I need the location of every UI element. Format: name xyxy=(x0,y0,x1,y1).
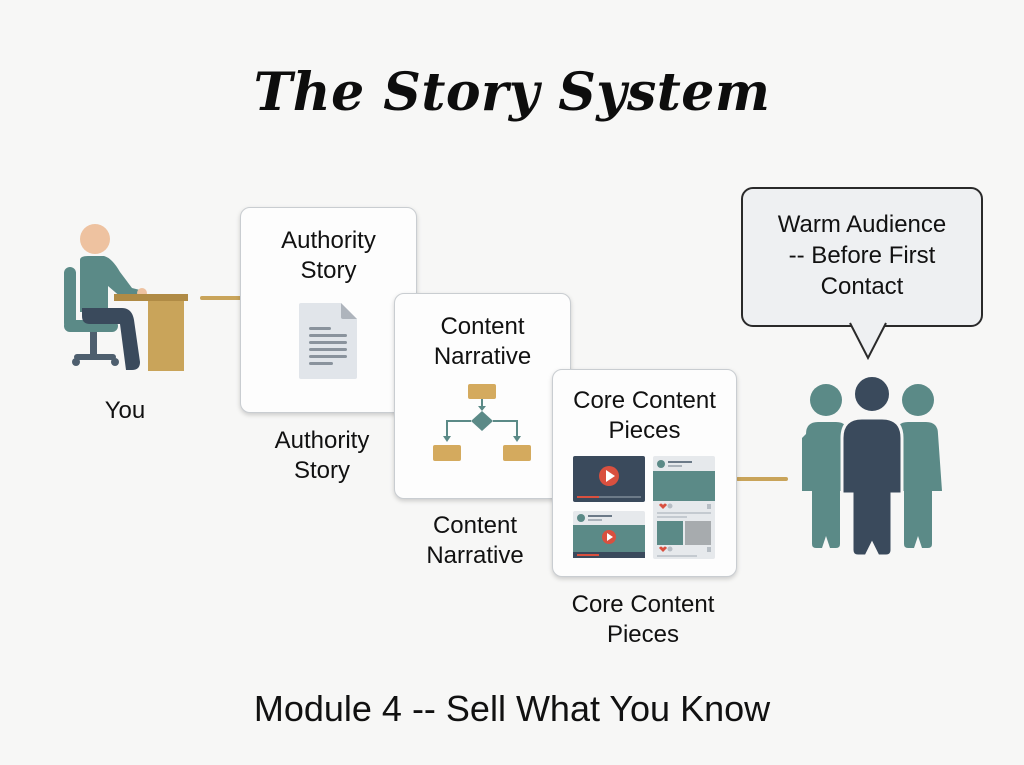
group-of-people-icon xyxy=(802,375,942,558)
bubble-line3: Contact xyxy=(820,273,904,300)
card-core-content-pieces[interactable]: Core Content Pieces xyxy=(552,369,737,577)
card-authority-story[interactable]: Authority Story xyxy=(240,207,417,413)
card-title: Authority Story xyxy=(241,226,416,286)
caption-core-content-pieces: Core Content Pieces xyxy=(553,590,733,650)
flowchart-icon xyxy=(433,384,531,461)
card-title-line1: Content xyxy=(440,313,525,340)
module-footer: Module 4 -- Sell What You Know xyxy=(253,688,771,729)
video-post-icon xyxy=(573,511,645,558)
bubble-line2: -- Before First xyxy=(788,242,936,269)
card-title-line2: Narrative xyxy=(433,343,532,370)
caption-content-narrative: Content Narrative xyxy=(405,511,545,571)
caption-authority-story: Authority Story xyxy=(252,426,392,486)
caption-line2: Pieces xyxy=(606,621,680,648)
caption-line1: Content xyxy=(432,512,518,539)
social-media-posts-icon xyxy=(573,456,715,559)
caption-line1: Core Content xyxy=(571,591,715,618)
connector-core-to-audience xyxy=(736,477,788,481)
card-title-line1: Authority xyxy=(281,227,376,254)
card-title: Core Content Pieces xyxy=(553,386,736,446)
card-title-line1: Core Content xyxy=(573,387,716,414)
card-title-line2: Story xyxy=(300,257,357,284)
speech-bubble: Warm Audience -- Before First Contact xyxy=(741,187,983,327)
bubble-text: Warm Audience -- Before First Contact xyxy=(743,209,981,302)
card-title: Content Narrative xyxy=(395,312,570,372)
caption-line2: Story xyxy=(293,457,350,484)
caption-line2: Narrative xyxy=(426,542,524,569)
person-at-desk-icon xyxy=(64,224,188,371)
caption-line1: Authority xyxy=(274,427,370,454)
connector-you-to-authority xyxy=(200,296,242,300)
card-title-line2: Pieces xyxy=(608,417,681,444)
speech-bubble-tail xyxy=(849,322,887,361)
social-post-icon xyxy=(653,456,715,559)
card-content-narrative[interactable]: Content Narrative xyxy=(394,293,571,499)
bubble-line1: Warm Audience xyxy=(777,211,947,238)
diagram-title: The Story System xyxy=(253,62,771,123)
person-label: You xyxy=(104,397,146,424)
video-thumbnail-icon xyxy=(573,456,645,502)
document-icon xyxy=(299,303,357,379)
